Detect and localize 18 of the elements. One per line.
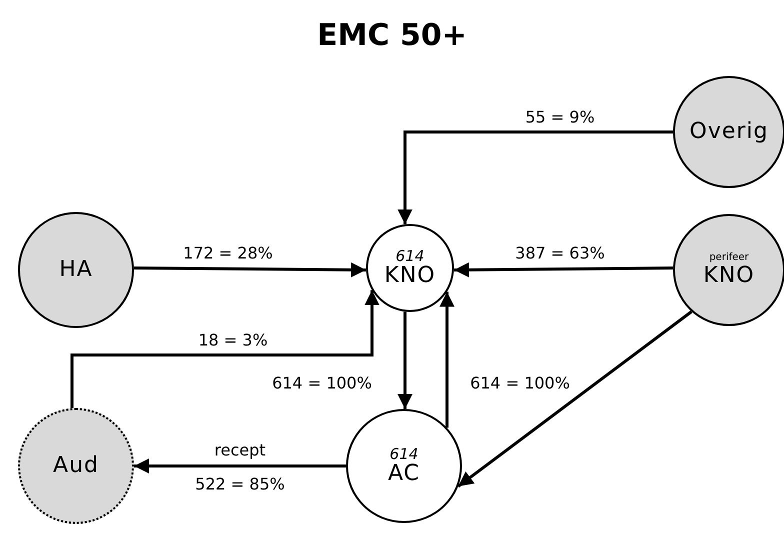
arrow <box>440 292 454 428</box>
node-label: KNO <box>384 264 436 288</box>
arrow <box>134 458 346 474</box>
node-label: Overig <box>690 120 768 144</box>
arrow <box>134 262 366 278</box>
node-label: Aud <box>53 454 99 478</box>
arrow <box>454 262 674 278</box>
node-caption: perifeer <box>709 251 749 264</box>
title: EMC 50+ <box>316 18 468 53</box>
node-caption: 614 <box>390 446 418 462</box>
arrow <box>457 310 692 488</box>
node-label: HA <box>59 258 93 282</box>
arrow <box>398 130 673 224</box>
node-label: KNO <box>703 264 755 289</box>
arrow <box>398 312 412 409</box>
node-label: AC <box>388 462 420 486</box>
arrow <box>70 290 380 408</box>
node-caption: 614 <box>396 248 424 264</box>
